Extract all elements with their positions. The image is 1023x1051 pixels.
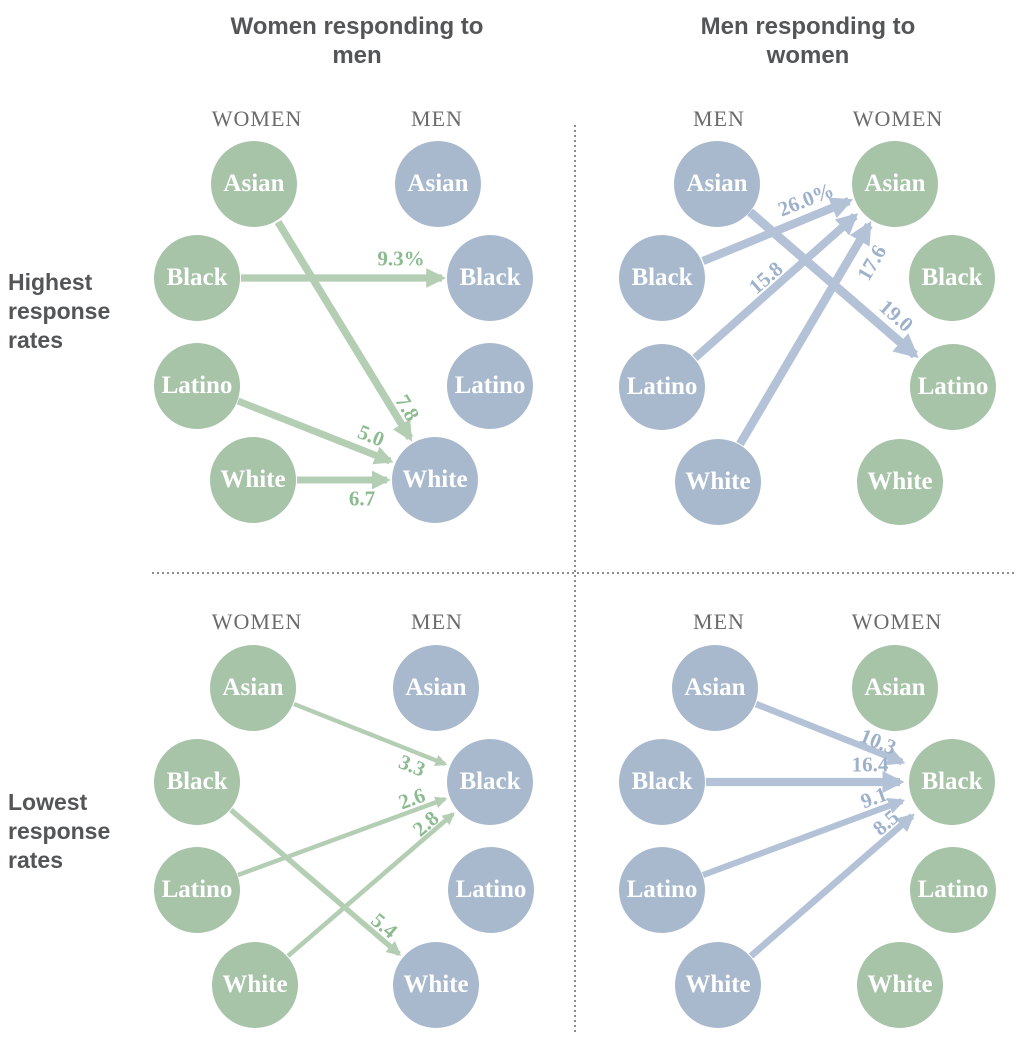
- circle-br-women-asian: Asian: [852, 645, 938, 731]
- circle-bl-men-latino: Latino: [448, 847, 534, 933]
- panel-title-women-responding: Women responding to men: [230, 13, 484, 69]
- circle-tl-women-latino: Latino: [154, 343, 240, 429]
- arrow-bl-black-women-to-white-men: [229, 807, 402, 957]
- circle-label: Asian: [864, 674, 926, 701]
- circle-tl-men-latino: Latino: [447, 343, 533, 429]
- row-label-lowest-response-rates: Lowest response rates: [8, 789, 111, 873]
- circle-label: White: [685, 468, 751, 495]
- column-header-women-7: WOMEN: [851, 609, 943, 634]
- circle-label: Asian: [684, 674, 746, 701]
- circle-tr-women-black: Black: [909, 235, 995, 321]
- column-header-men-6: MEN: [693, 609, 745, 634]
- circle-label: Asian: [686, 170, 748, 197]
- column-header-women-0: WOMEN: [211, 106, 303, 131]
- circle-label: Asian: [223, 170, 285, 197]
- circle-tr-men-black: Black: [619, 235, 705, 321]
- circle-tr-men-white: White: [675, 439, 761, 525]
- circle-br-women-black: Black: [909, 739, 995, 825]
- circle-label: Latino: [626, 373, 698, 400]
- circle-br-men-asian: Asian: [672, 645, 758, 731]
- circle-tr-women-asian: Asian: [852, 141, 938, 227]
- circle-tl-men-asian: Asian: [395, 141, 481, 227]
- circle-label: Black: [166, 264, 228, 291]
- circle-bl-men-black: Black: [447, 739, 533, 825]
- arrow-br-asian-men-to-black-women: [754, 700, 906, 766]
- circle-label: White: [867, 971, 933, 998]
- arrow-br-white-men-to-black-women: [748, 813, 915, 959]
- column-header-women-3: WOMEN: [852, 106, 944, 131]
- circle-tl-women-asian: Asian: [211, 141, 297, 227]
- circle-br-women-latino: Latino: [910, 847, 996, 933]
- circle-br-men-latino: Latino: [619, 847, 705, 933]
- circle-br-men-white: White: [675, 942, 761, 1028]
- circle-label: Black: [166, 768, 228, 795]
- circle-label: White: [402, 466, 468, 493]
- circle-label: White: [222, 971, 288, 998]
- circle-label: Black: [921, 768, 983, 795]
- circle-label: Latino: [626, 876, 698, 903]
- row-label-highest-response-rates: Highest response rates: [8, 269, 111, 353]
- arrow-tr-white-men-to-asian-women: [736, 221, 873, 447]
- arrow-br-latino-men-to-black-women: [701, 797, 906, 878]
- circle-label: Asian: [405, 674, 467, 701]
- column-header-men-2: MEN: [693, 106, 745, 131]
- circle-label: Asian: [222, 674, 284, 701]
- circle-label: Black: [631, 768, 693, 795]
- circle-tl-men-white: White: [392, 437, 478, 523]
- circle-tl-women-black: Black: [154, 235, 240, 321]
- circle-label: Black: [921, 264, 983, 291]
- circle-label: White: [220, 466, 286, 493]
- circle-tl-men-black: Black: [447, 235, 533, 321]
- circle-label: Black: [631, 264, 693, 291]
- circle-label: Latino: [917, 373, 989, 400]
- circle-br-women-white: White: [857, 942, 943, 1028]
- circle-label: Latino: [917, 876, 989, 903]
- circle-tr-men-asian: Asian: [674, 141, 760, 227]
- circle-label: Black: [459, 264, 521, 291]
- circle-label: Black: [459, 768, 521, 795]
- circle-label: Asian: [407, 170, 469, 197]
- circle-label: Asian: [864, 170, 926, 197]
- circle-label: Latino: [161, 876, 233, 903]
- arrow-value-label-tl-6.7: 6.7: [348, 486, 376, 511]
- circle-tl-women-white: White: [210, 437, 296, 523]
- arrow-bl-latino-women-to-black-men: [237, 796, 448, 878]
- panel-title-men-responding: Men responding to women: [700, 13, 916, 69]
- column-header-women-4: WOMEN: [211, 609, 303, 634]
- circle-bl-men-asian: Asian: [393, 645, 479, 731]
- arrow-tr-asian-men-to-latino-women: [747, 208, 919, 359]
- arrow-bl-asian-women-to-black-men: [293, 701, 448, 767]
- circle-label: White: [867, 468, 933, 495]
- column-header-men-1: MEN: [411, 106, 463, 131]
- horizontal-dotted-divider: [152, 572, 1015, 574]
- circle-bl-men-white: White: [393, 942, 479, 1028]
- circle-tr-women-white: White: [857, 439, 943, 525]
- arrow-value-label-tl-9.3pct: 9.3%: [377, 246, 425, 271]
- circle-label: Latino: [161, 372, 233, 399]
- circle-tr-women-latino: Latino: [910, 344, 996, 430]
- circle-bl-women-asian: Asian: [210, 645, 296, 731]
- arrow-tl-asian-women-to-white-men: [274, 220, 414, 442]
- circle-bl-women-latino: Latino: [154, 847, 240, 933]
- circle-label: Latino: [455, 876, 527, 903]
- circle-bl-women-white: White: [212, 942, 298, 1028]
- circle-tr-men-latino: Latino: [619, 344, 705, 430]
- arrow-tl-latino-women-to-white-men: [236, 397, 394, 465]
- arrow-tr-latino-men-to-asian-women: [692, 213, 859, 361]
- vertical-dotted-divider: [574, 125, 576, 1035]
- circle-label: Latino: [454, 372, 526, 399]
- circle-bl-women-black: Black: [154, 739, 240, 825]
- circle-label: White: [403, 971, 469, 998]
- circle-label: White: [685, 971, 751, 998]
- column-header-men-5: MEN: [411, 609, 463, 634]
- circle-br-men-black: Black: [619, 739, 705, 825]
- arrow-bl-white-women-to-black-men: [286, 812, 455, 958]
- arrow-value-label-br-16.4: 16.4: [851, 752, 889, 777]
